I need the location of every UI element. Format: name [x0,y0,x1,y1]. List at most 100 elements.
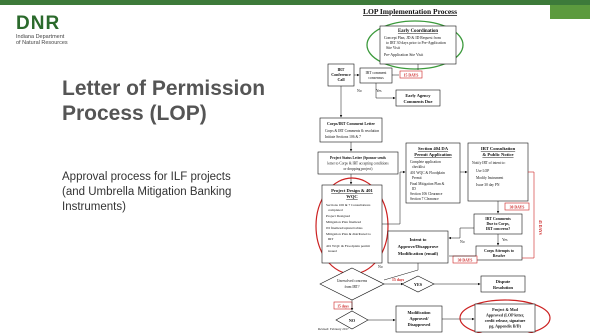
logo-text: DNR [16,13,61,34]
early-agency-l1: Early Agency [405,93,431,98]
no-label-3: No [378,265,383,269]
corps-letter-title: Corps/IRT Comment Letter [327,121,375,126]
yes-label-1: Yes [376,89,382,93]
days-15-text-a: 15 DAYS [404,74,419,78]
days-30-text-b: 30 DAYS [458,259,473,263]
final-highlight [459,299,551,333]
unresolved-diamond [319,267,385,301]
design-b4: JD finalized/upland tables [326,226,363,230]
dnr-logo: DNR Indiana Department of Natural Resour… [16,13,68,47]
section404-b1b: checklist [412,165,425,169]
design-b1: Sections 106 & 7 Consultations [326,203,371,207]
top-bar [0,0,590,5]
status-letter-box [317,151,399,175]
line-intent-diamond [383,269,419,281]
irt-comments-due-l2: Due to Corps, [486,222,509,226]
section404-title: Section 404 DA [418,146,449,151]
final-l3: credit release, signature [485,318,526,323]
slide-title-line-2: Process (LOP) [62,102,207,125]
early-coord-bullet-1c: Site Visit [386,46,401,50]
final-l1: Project & Mod [492,307,518,312]
irt-consult-box [467,142,529,202]
early-coord-bullet-1b: to IRT 30 days prior to Pre-Application [386,41,446,45]
corps-attempts-box [475,245,523,261]
intent-box [387,230,449,264]
mod-approved-l1: Modification [407,310,431,315]
design-b1b: completed [328,208,343,212]
unresolved-l2: from IRT? [344,285,359,289]
no-diamond [335,310,369,330]
section404-box [405,142,461,204]
design-b5b: IRT [328,237,334,241]
irt-consult-title: IRT Consultation [481,146,516,151]
irt-consult-b2: Modify Instrument [476,176,503,180]
dispute-l1: Dispute [496,279,510,284]
design-b6: 401 WQC & Floodplain permit [326,244,370,248]
early-coord-box [379,25,457,65]
days-15-text-b: 15 days [392,278,405,282]
slide-subtitle-line-2: (and Umbrella Mitigation Banking [62,186,232,198]
irt-call-l2: Conference [331,72,351,77]
days-30-text-a: 30 DAYS [510,206,525,210]
slide-title: Letter of Permission Process (LOP) [62,76,292,126]
slide-subtitle: Approval process for ILF projects (and U… [62,170,292,215]
early-coord-highlight [366,20,464,70]
corps-letter-b2: Initiate Sections 106 & 7 [325,135,361,139]
design-box [321,184,383,264]
early-agency-box [395,89,441,107]
yes-diamond [401,275,435,293]
no-diamond-label: NO [349,318,356,323]
irt-comment-l2: consensus [368,76,384,80]
irt-consult-b3: Issue 30 day PN [476,183,500,187]
dispute-l2: Resolution [493,285,514,290]
section404-b4: Section 106 Clearance [410,192,443,196]
revised-date: Revised: February 2017 [318,327,349,331]
slide-subtitle-line-3: Instruments) [62,201,126,213]
irt-comments-due-l1: IRT Comments [485,217,511,221]
unresolved-l1: Unresolved concerns [337,279,368,283]
no-label-2: No [460,240,465,244]
irt-call-l1: IRT [338,67,345,72]
flowchart-title: LOP Implementation Process [363,7,457,16]
section404-b3: Final Mitigation Plan & [410,182,445,186]
section404-b3b: ID [412,187,416,191]
irt-consult-l1: Notify IRT of intent to: [472,161,505,165]
days-15-tag-a [399,70,423,79]
irt-consult-title2: & Public Notice [482,152,513,157]
final-l2: Approved (LOP letter, [486,313,524,318]
intent-l2: Approve/Disapprove [398,244,439,249]
slide-title-line-1: Letter of Permission [62,77,266,100]
mod-approved-l2: Approved/ [409,316,429,321]
early-coord-title: Early Coordination [398,29,438,34]
early-agency-l2: Comments Due [404,99,433,104]
no-label-1: No [357,89,362,93]
status-letter-l2: letter to Corps & IRT accepting conditio… [327,162,389,166]
status-letter-l1: Project Status Letter (Sponsor sends [330,156,387,160]
days-15-text-c: 15 days [337,305,349,309]
intent-l1: Intent to [410,237,428,242]
section404-b2b: Permit [412,176,422,180]
yes-label-2: Yes [502,238,508,242]
design-b5: Mitigation Plan & distributed to [326,232,371,236]
logo-sub-2: of Natural Resources [16,40,68,46]
mod-approved-l3: Disapproved [408,322,431,327]
section404-b1: Complete application [410,160,441,164]
corps-attempts-l2: Resolve [493,254,506,258]
slide-subtitle-line-1: Approval process for ILF projects [62,171,231,183]
design-b6b: issued [328,249,337,253]
final-box [474,303,536,333]
corps-letter-b1: Corps & IRT Comments & resolution [325,129,379,133]
irt-consult-b1: Use LOP [476,169,489,173]
corps-letter-box [319,117,383,143]
irt-comment-l1: IRT comment [366,71,388,75]
design-b2: Project Designed [326,214,350,218]
section404-b2: 401 WQC & Floodplain [410,171,445,175]
irt-call-l3: Call [337,77,345,82]
corps-attempts-l1: Corps Attempts to [484,249,514,253]
mod-approved-box [395,305,443,333]
dispute-box [480,275,526,293]
corner-accent [550,5,590,19]
early-coord-bullet-2: Pre-Application Site Visit [384,53,424,57]
